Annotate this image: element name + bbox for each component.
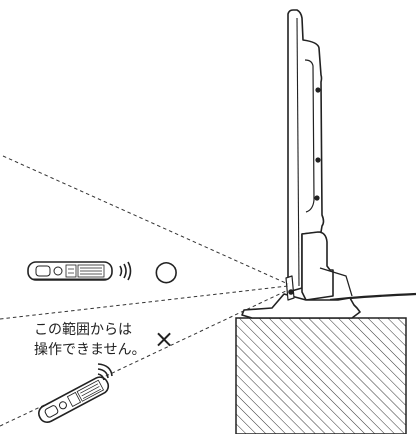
signal-waves-icon — [119, 261, 132, 281]
remote-control-icon — [38, 376, 110, 423]
ng-mark: × — [154, 325, 175, 353]
remote-control-icon — [27, 261, 113, 281]
ok-mark: ○ — [154, 254, 179, 287]
caption-line-2: 操作できません。 — [34, 342, 146, 358]
hatched-stand-icon — [235, 317, 407, 434]
signal-waves-icon — [97, 363, 113, 381]
caption-line-1: この範囲からは — [34, 322, 132, 338]
tv-side-view-icon — [241, 9, 361, 319]
out-of-range-caption: この範囲からは 操作できません。 — [34, 320, 146, 360]
